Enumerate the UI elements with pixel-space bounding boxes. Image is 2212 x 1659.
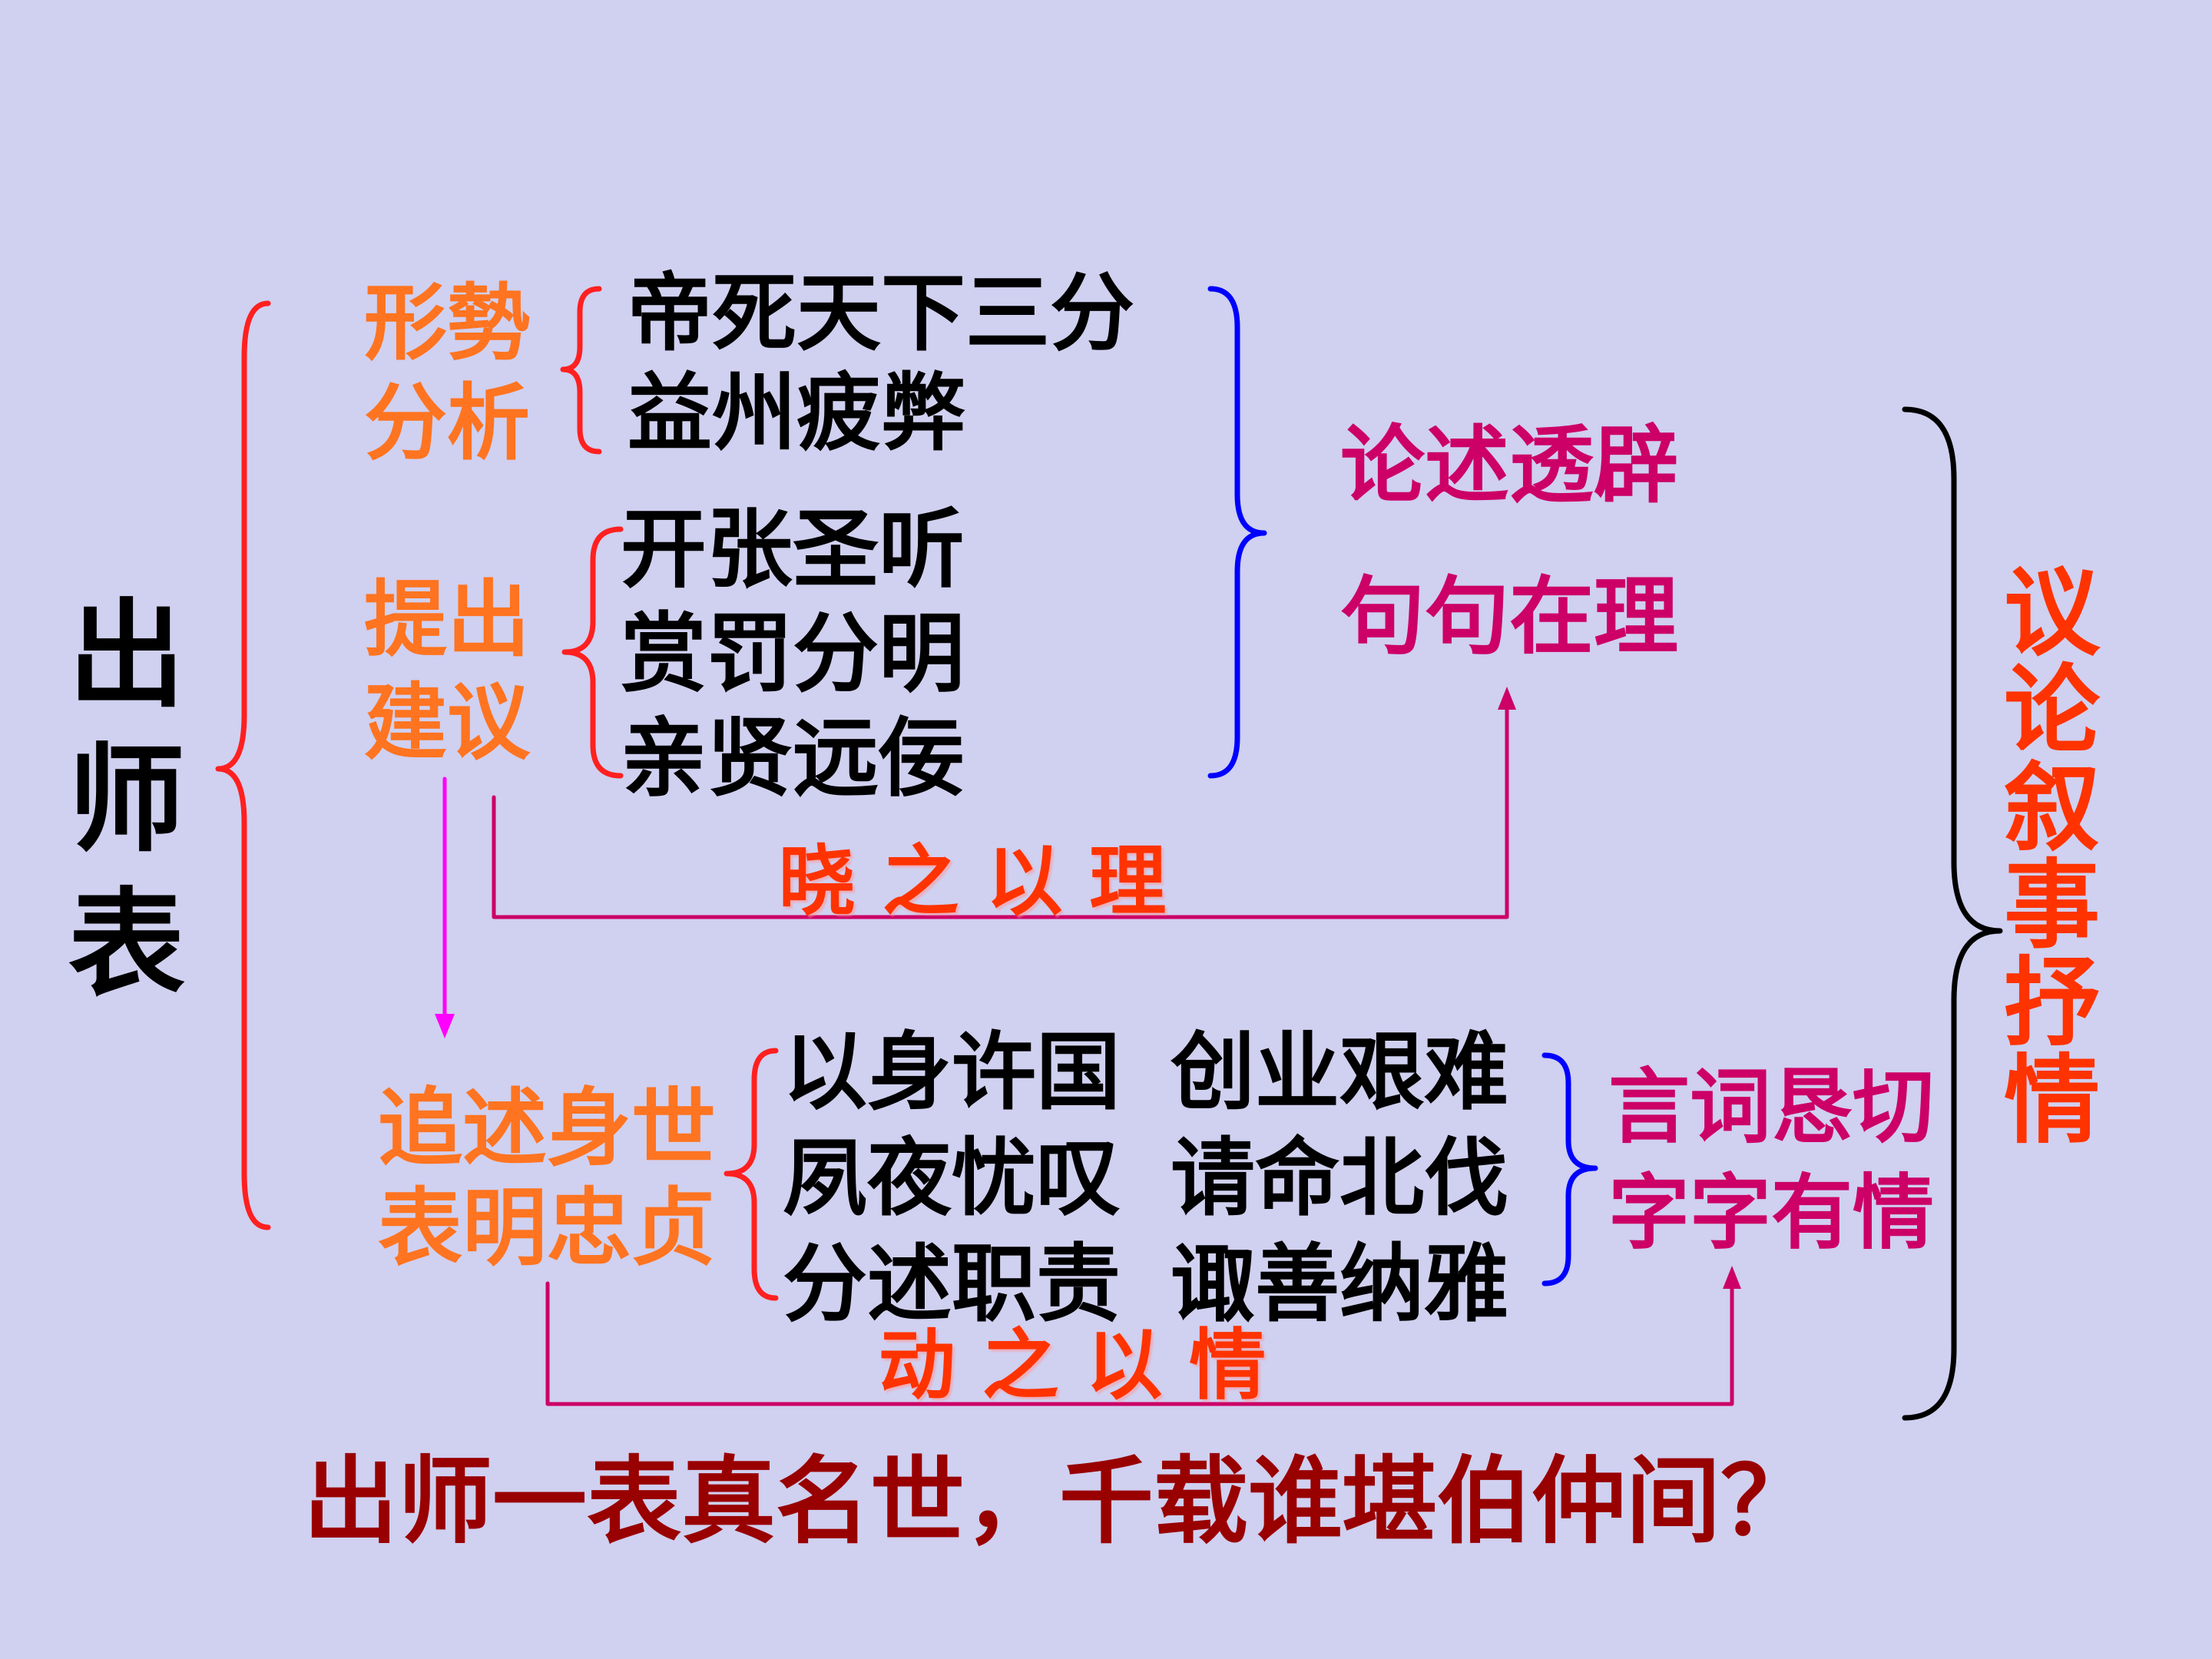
situation-analysis-brace — [560, 286, 602, 455]
reason-connector-arrowhead — [1498, 687, 1516, 710]
lower-summary: 言词恳切 字字有情 — [1608, 1055, 1934, 1267]
emotion-connector-line — [545, 1281, 1734, 1406]
proposals-items: 开张圣听 赏罚分明 亲贤远佞 — [621, 498, 965, 811]
label-background-loyalty: 追述身世 表明忠贞 — [378, 1078, 716, 1278]
label-line: 形勢 — [364, 276, 531, 372]
list-item: 益州疲弊 — [628, 364, 965, 462]
list-item: 赏罚分明 — [621, 604, 965, 704]
situation-analysis-items: 帝死天下三分 益州疲弊 — [628, 263, 1134, 463]
vertical-title: 出师表 — [68, 588, 185, 1012]
lower-summary-brace — [1541, 1052, 1598, 1286]
label-proposals: 提出 建议 — [364, 569, 530, 775]
emotion-connector-label: 动 之 以 情 — [878, 1320, 1267, 1410]
upper-summary-brace — [1207, 286, 1267, 779]
list-item: 诹善纳雅 — [1171, 1235, 1508, 1333]
list-item: 亲贤远佞 — [621, 709, 965, 809]
list-item: 开张圣听 — [621, 500, 965, 600]
main-left-brace — [215, 300, 271, 1230]
lower-items-right-column: 创业艰难 请命北伐 诹善纳雅 — [1171, 1019, 1508, 1337]
label-line: 建议 — [364, 675, 531, 771]
proposals-brace — [561, 526, 624, 779]
overall-right-brace — [1902, 406, 2003, 1421]
emotion-connector-arrowhead — [1723, 1266, 1741, 1289]
label-line: 提出 — [364, 572, 531, 668]
lower-items-brace — [724, 1048, 779, 1301]
list-item: 夙夜忧叹 — [783, 1129, 1121, 1227]
summary-line: 言词恳切 — [1608, 1060, 1934, 1154]
list-item: 帝死天下三分 — [628, 264, 1134, 363]
overall-summary-vertical: 议论叙事抒情 — [2004, 558, 2101, 1157]
list-item: 以身许国 — [783, 1023, 1121, 1121]
summary-line: 字字有情 — [1608, 1166, 1934, 1260]
label-situation-analysis: 形勢 分析 — [364, 274, 530, 474]
label-line: 追述身世 — [378, 1079, 716, 1177]
reason-connector-line — [492, 704, 1509, 919]
flow-down-arrowhead — [435, 1014, 455, 1038]
closing-quote: 出师一表真名世，千载谁堪伯仲间？ — [303, 1447, 1815, 1557]
label-line: 分析 — [364, 376, 531, 472]
list-item: 请命北伐 — [1171, 1129, 1508, 1227]
upper-summary-line-2: 句句在理 — [1340, 568, 1678, 666]
label-line: 表明忠贞 — [378, 1179, 716, 1277]
lower-items-left-column: 以身许国 夙夜忧叹 分述职责 — [783, 1019, 1121, 1337]
upper-summary-line-1: 论述透辟 — [1340, 416, 1678, 515]
list-item: 分述职责 — [783, 1235, 1121, 1333]
reason-connector-label: 晓 之 以 理 — [778, 836, 1167, 926]
list-item: 创业艰难 — [1171, 1023, 1508, 1121]
